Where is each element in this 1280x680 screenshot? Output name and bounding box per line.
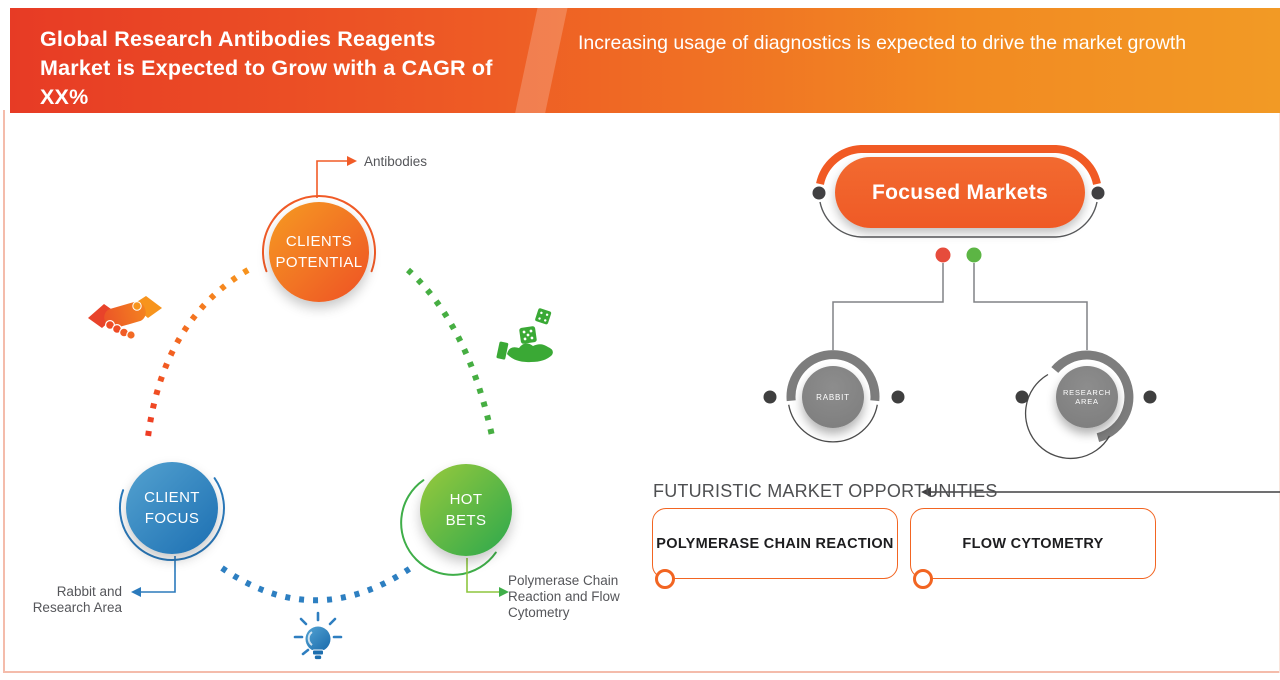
focused-markets-ring [812, 145, 1105, 238]
rabbit-arrowhead [131, 587, 141, 597]
ring-top-arc [816, 145, 1101, 185]
antibodies-arrowhead [347, 156, 357, 166]
opportunity-label: POLYMERASE CHAIN REACTION [656, 535, 894, 552]
dotted-arc-green [405, 267, 495, 437]
fmo-heading: FUTURISTIC MARKET OPPORTUNITIES [653, 481, 998, 501]
connector-line-right [973, 263, 1088, 350]
callout-antibodies: Antibodies [364, 154, 428, 169]
opportunity-box-flow-cytometry: FLOW CYTOMETRY [910, 508, 1156, 589]
pcr-connector-line [466, 558, 499, 593]
research-area-node-arcs [1015, 350, 1157, 460]
ring-arc-client-focus [118, 477, 225, 561]
header-banner: Global Research Antibodies Reagents Mark… [10, 2, 1280, 122]
ring-arc-hot-bets [400, 479, 497, 576]
opportunity-box-polymerase-chain-reaction: POLYMERASE CHAIN REACTION [652, 508, 898, 589]
pcr-arrowhead [499, 587, 509, 597]
research-thin-arc [1024, 373, 1111, 460]
research-dot-left [1015, 390, 1029, 404]
cycle-node-rings [118, 195, 497, 576]
fmo-arrowhead [921, 487, 931, 497]
corner-ring-decoration [913, 569, 933, 589]
handshake-icon [88, 296, 162, 340]
cycle-node-label: HOT BETS [445, 491, 487, 529]
ring-dot-right [1091, 186, 1105, 200]
callout-rabbit-and-research-area: Rabbit and Research Area [32, 584, 122, 616]
cycle-node-client-focus: CLIENT FOCUS [126, 462, 218, 554]
ring-dot-left [812, 186, 826, 200]
opportunity-label: FLOW CYTOMETRY [962, 535, 1104, 552]
connector-dot-red [935, 247, 951, 263]
rabbit-dot-left [763, 390, 777, 404]
research-thick-arc [1051, 350, 1134, 442]
ring-bottom-arc [819, 201, 1098, 238]
market-node-rabbit: RABBIT [802, 366, 864, 428]
focused-markets-title: Focused Markets [871, 180, 1049, 204]
dotted-arc-orange [145, 267, 250, 438]
focused-markets-pill: Focused Markets [835, 157, 1085, 228]
cycle-node-hot-bets: HOT BETS [420, 464, 512, 556]
dotted-arc-blue [220, 562, 417, 604]
cycle-node-label: CLIENT FOCUS [144, 489, 200, 527]
page-border-left [3, 110, 5, 673]
research-dot-right [1143, 390, 1157, 404]
market-node-research-area: RESEARCH AREA [1056, 366, 1118, 428]
rabbit-thick-arc [786, 350, 880, 402]
rabbit-node-arcs [763, 350, 905, 443]
cycle-dotted-arcs [145, 267, 495, 604]
cycle-callout-connectors [131, 156, 509, 597]
cycle-node-label: CLIENTS POTENTIAL [275, 233, 363, 271]
rabbit-thin-arc [788, 404, 878, 443]
connector-line-left [832, 263, 944, 350]
lightbulb-icon [293, 611, 343, 660]
fmo-arrow [921, 487, 1280, 497]
corner-ring-decoration [655, 569, 675, 589]
banner-subtitle: Increasing usage of diagnostics is expec… [578, 32, 1187, 54]
antibodies-connector-line [316, 160, 347, 198]
callout-pcr-and-flow-cytometry: Polymerase Chain Reaction and Flow Cytom… [508, 573, 620, 621]
focused-markets-connectors [832, 247, 1088, 350]
dice-hand-icon [496, 308, 553, 363]
banner-title: Global Research Antibodies Reagents Mark… [40, 27, 493, 110]
cycle-node-clients-potential: CLIENTS POTENTIAL [269, 202, 369, 302]
rabbit-dot-right [891, 390, 905, 404]
rabbit-connector-line [141, 556, 176, 593]
market-node-label: RESEARCH AREA [1062, 388, 1112, 406]
market-node-label: RABBIT [816, 392, 850, 402]
ring-arc-clients-potential [262, 195, 376, 273]
connector-dot-green [966, 247, 982, 263]
page-border-bottom [3, 671, 1280, 673]
